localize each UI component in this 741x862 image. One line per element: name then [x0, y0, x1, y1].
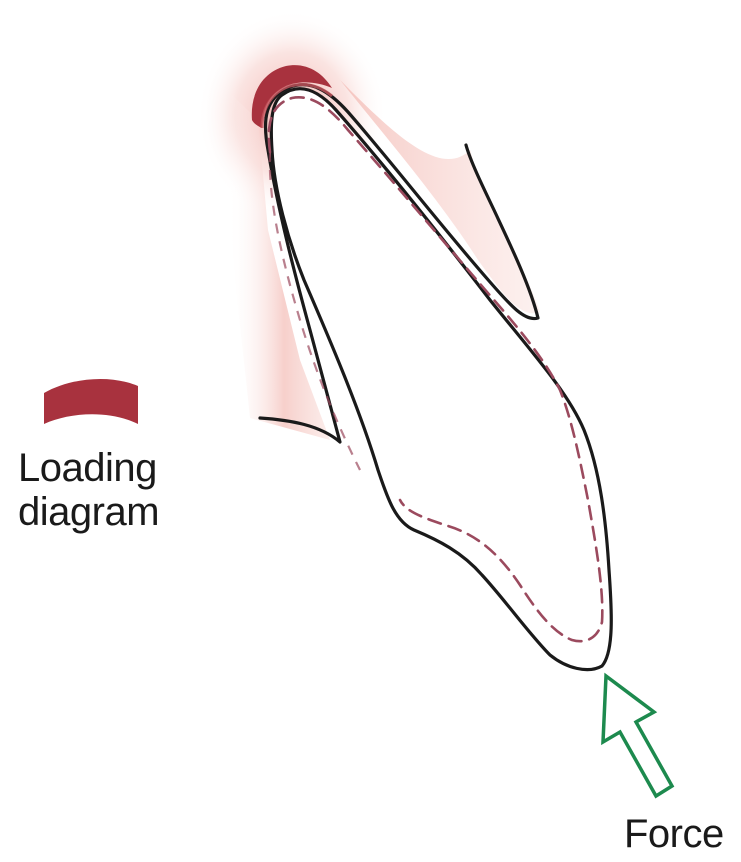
legend-label-line1: Loading — [18, 446, 159, 490]
loading-diagram-swatch — [44, 379, 138, 424]
legend-label-line2: diagram — [18, 490, 159, 534]
force-arrow — [603, 676, 672, 796]
force-label: Force — [624, 812, 724, 856]
legend-label: Loading diagram — [18, 446, 159, 534]
